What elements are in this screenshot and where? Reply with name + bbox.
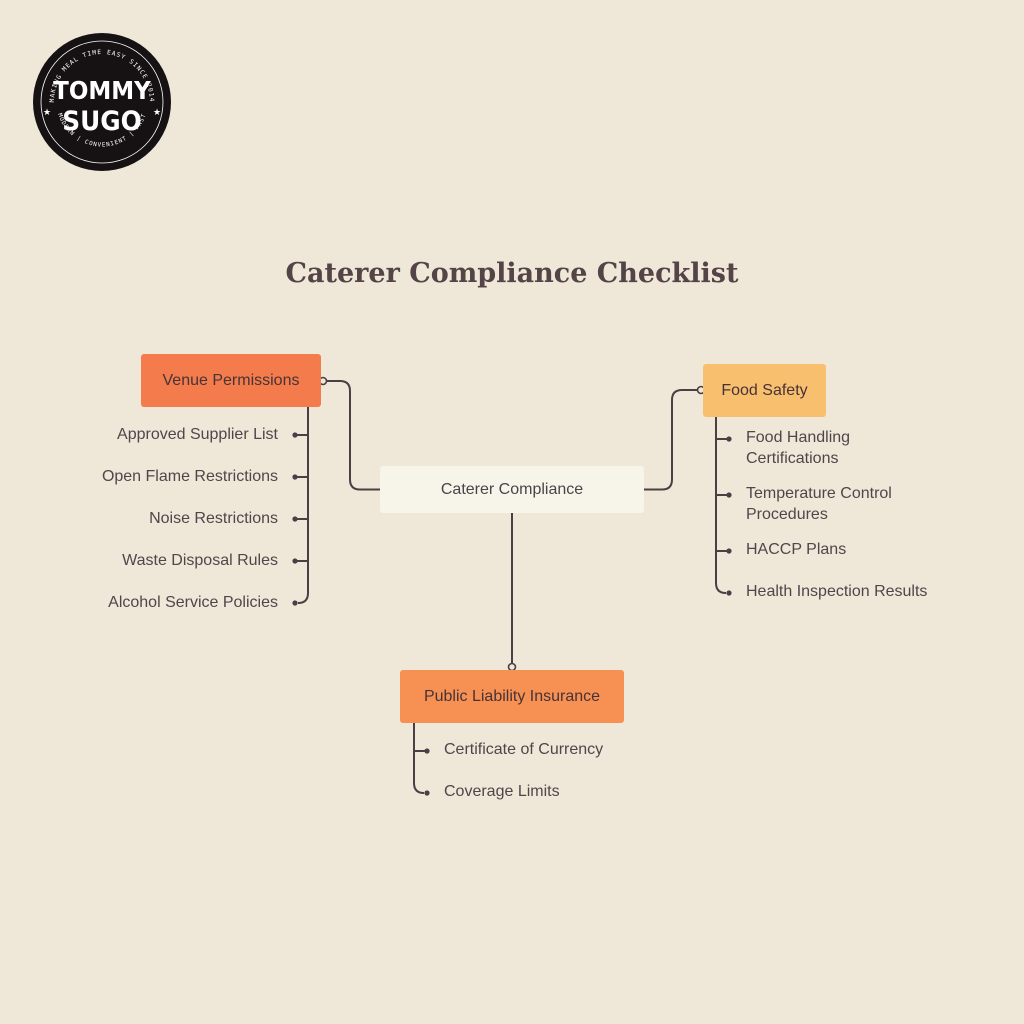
leaf-noise-restrictions: Noise Restrictions — [149, 510, 278, 527]
node-label: Venue Permissions — [162, 371, 300, 389]
svg-text:★: ★ — [43, 108, 51, 118]
insurance-spine — [413, 723, 425, 794]
leaf-approved-supplier-list: Approved Supplier List — [117, 426, 278, 443]
leaf-waste-disposal-rules: Waste Disposal Rules — [122, 552, 278, 569]
svg-text:★: ★ — [153, 108, 161, 118]
svg-text:TOMMY: TOMMY — [53, 76, 151, 105]
leaf-coverage-limits: Coverage Limits — [444, 783, 560, 800]
page-title: Caterer Compliance Checklist — [285, 258, 739, 289]
venue-spine — [297, 407, 309, 604]
leaf-alcohol-service-policies: Alcohol Service Policies — [108, 594, 278, 611]
node-caterer-compliance: Caterer Compliance — [380, 466, 644, 513]
leaf-line: Food Handling — [746, 429, 851, 446]
svg-text:SUGO: SUGO — [62, 106, 142, 137]
food-spine — [715, 417, 727, 594]
brand-logo: MAKING MEAL TIME EASY SINCE 2014 MODERN … — [32, 32, 172, 172]
leaf-line: Procedures — [746, 506, 828, 523]
node-label: Public Liability Insurance — [423, 687, 601, 705]
leaf-health-inspection-results: Health Inspection Results — [746, 583, 928, 600]
leaf-haccp-plans: HACCP Plans — [746, 541, 847, 558]
node-food-safety: Food Safety — [703, 364, 826, 417]
leaf-open-flame-restrictions: Open Flame Restrictions — [101, 468, 278, 485]
leaf-temperature-control-procedures: Temperature Control Procedures — [746, 483, 892, 525]
connector-center-venue — [327, 380, 380, 491]
connector-center-food — [644, 389, 697, 491]
leaf-line: Temperature Control — [746, 485, 892, 502]
node-public-liability-insurance: Public Liability Insurance — [400, 670, 624, 723]
leaf-food-handling-certifications: Food Handling Certifications — [746, 427, 850, 469]
leaf-certificate-of-currency: Certificate of Currency — [444, 741, 604, 758]
node-venue-permissions: Venue Permissions — [141, 354, 321, 407]
node-label: Food Safety — [721, 381, 808, 399]
node-label: Caterer Compliance — [440, 480, 584, 498]
logo-seal-icon: MAKING MEAL TIME EASY SINCE 2014 MODERN … — [33, 33, 171, 171]
leaf-line: Certifications — [746, 450, 839, 467]
